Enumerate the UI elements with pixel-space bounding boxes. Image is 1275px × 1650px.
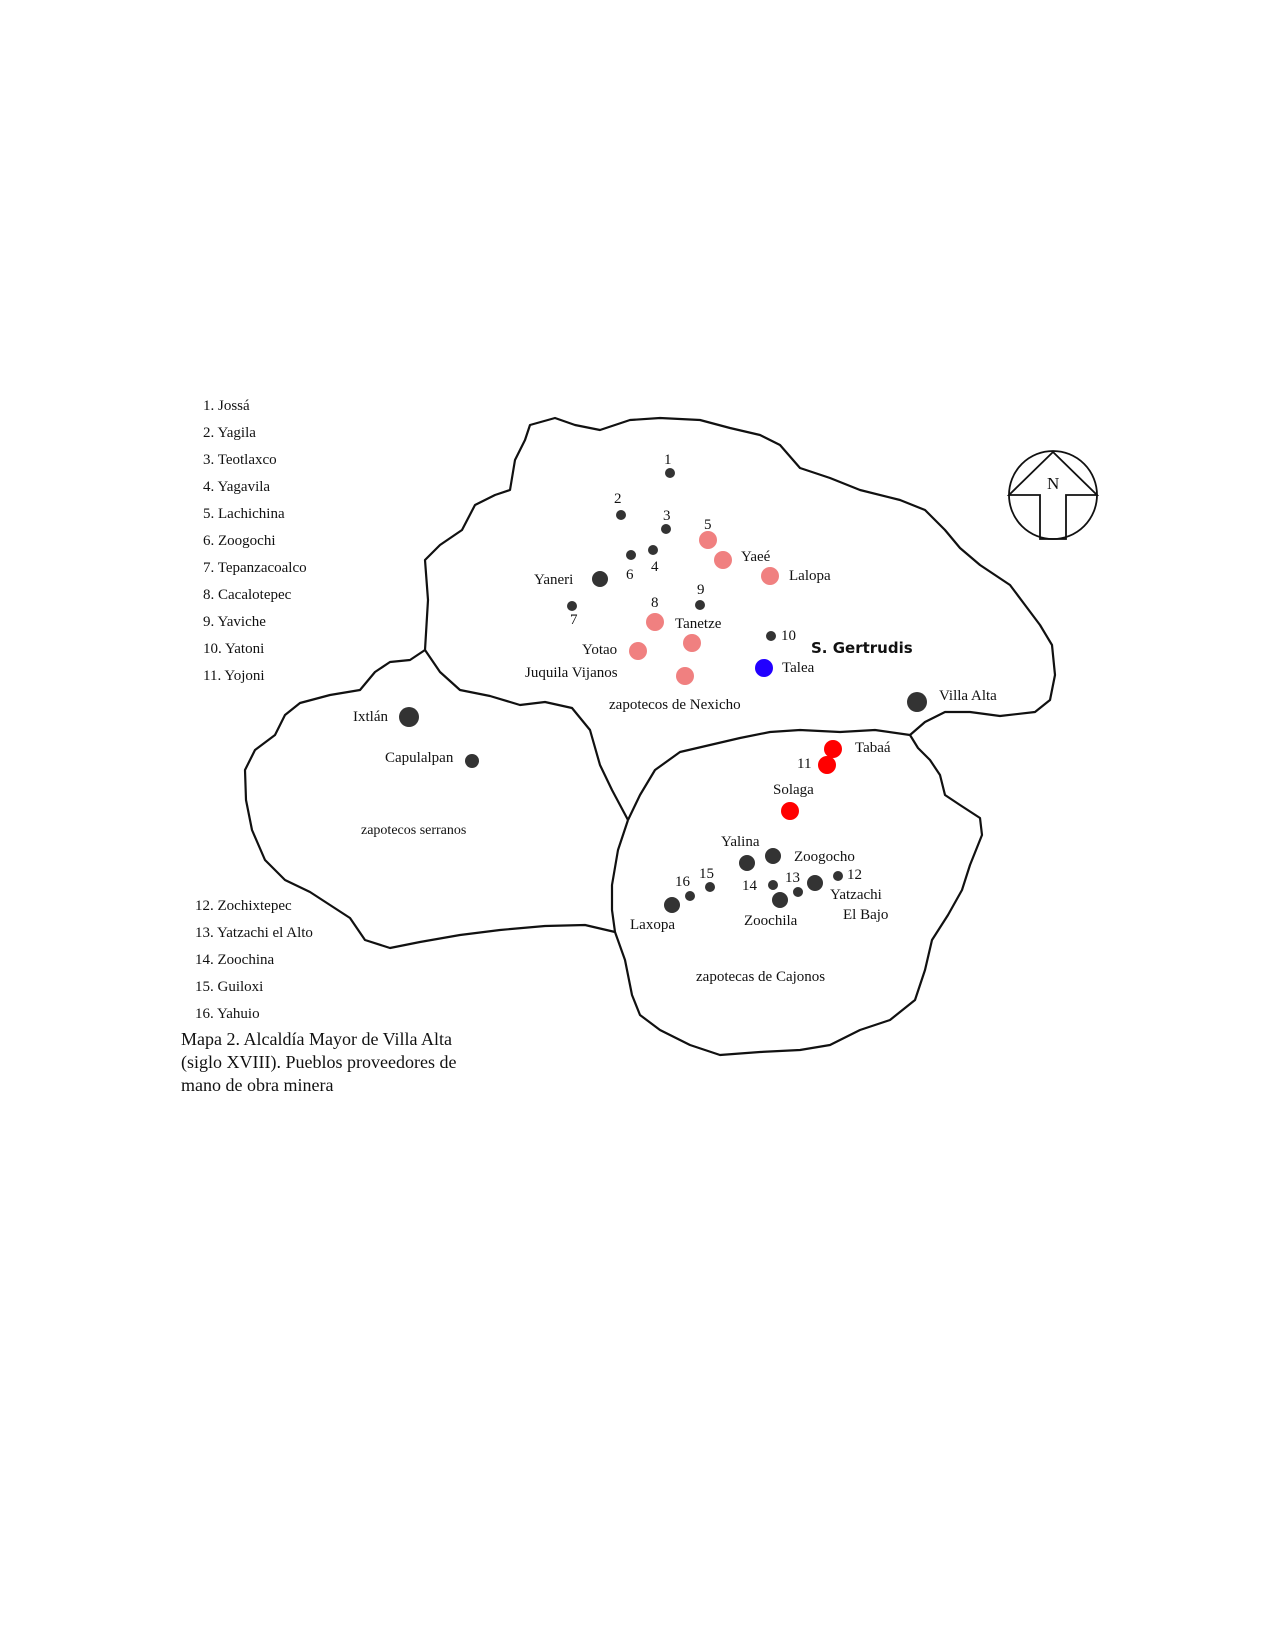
legend-item: 13. Yatzachi el Alto [195,925,313,941]
number-label: 12 [847,867,862,883]
settlement-marker [592,571,608,587]
place-label: Zoogocho [794,849,855,865]
settlement-marker [833,871,843,881]
legend-item: 16. Yahuio [195,1006,260,1022]
compass-north-label: N [1047,474,1060,493]
number-label: 1 [664,452,672,468]
legend-item: 12. Zochixtepec [195,898,292,914]
settlement-marker [705,882,715,892]
settlement-marker [648,545,658,555]
place-label: Yaeé [741,549,771,565]
legend-item: 4. Yagavila [203,479,271,495]
place-label: Zoochila [744,913,798,929]
place-label: Capulalpan [385,750,454,766]
legend-item: 2. Yagila [203,425,256,441]
compass [1006,450,1100,540]
place-label: Tabaá [855,740,891,756]
place-label: Juquila Vijanos [525,665,618,681]
settlement-marker [761,567,779,585]
place-label: Yaneri [534,572,574,588]
border-serranos [243,649,616,950]
legend-item: 1. Jossá [203,398,250,414]
settlement-marker [699,531,717,549]
number-label: 10 [781,628,796,644]
number-label: 14 [742,878,757,894]
number-label: 15 [699,866,714,882]
region-label: zapotecos serranos [361,823,467,838]
settlement-marker [683,634,701,652]
place-label: Laxopa [630,917,675,933]
legend-item: 3. Teotlaxco [203,452,277,468]
place-label: Yalina [721,834,760,850]
settlement-marker [768,880,778,890]
settlement-marker [755,659,773,677]
settlement-marker [685,891,695,901]
number-label: 11 [797,756,812,772]
number-label: 8 [651,595,659,611]
settlement-marker [793,887,803,897]
legend-item: 10. Yatoni [203,641,265,657]
place-label: Talea [782,660,815,676]
settlement-marker [807,875,823,891]
number-label: 2 [614,491,622,507]
settlement-marker [765,848,781,864]
settlement-marker [781,802,799,820]
place-label: Yotao [582,642,618,658]
number-label: 16 [675,874,690,890]
settlement-marker [629,642,647,660]
number-label: 4 [651,559,659,575]
place-label: Lalopa [789,568,831,584]
legend-item: 11. Yojoni [203,668,265,684]
legend-item: 14. Zoochina [195,952,275,968]
settlement-marker [664,897,680,913]
place-label: S. Gertrudis [811,639,913,657]
number-label: 9 [697,582,705,598]
number-label: 7 [570,612,578,628]
settlement-marker [616,510,626,520]
settlement-marker [818,756,836,774]
border-nexicho-serranos [424,649,629,821]
settlement-marker [665,468,675,478]
settlement-marker [739,855,755,871]
map-caption: Mapa 2. Alcaldía Mayor de Villa Alta (si… [181,1029,457,1095]
settlement-marker [772,892,788,908]
place-label: Villa Alta [939,688,997,704]
place-label: El Bajo [843,907,889,923]
settlement-marker [695,600,705,610]
legend-item: 7. Tepanzacoalco [203,560,307,576]
border-cajonos [610,734,984,1057]
number-label: 5 [704,517,712,533]
settlement-marker [626,550,636,560]
region-label: zapotecos de Nexicho [609,697,741,713]
border-cajonos-top [627,728,911,821]
legend-item: 5. Lachichina [203,506,285,522]
legend-item: 15. Guiloxi [195,979,264,995]
settlement-marker [766,631,776,641]
settlement-marker [399,707,419,727]
number-label: 3 [663,508,671,524]
settlement-marker [907,692,927,712]
number-label: 6 [626,567,634,583]
legend-item: 6. Zoogochi [203,533,276,549]
place-label: Solaga [773,782,814,798]
legend-item: 8. Cacalotepec [203,587,292,603]
settlement-marker [661,524,671,534]
settlement-marker [465,754,479,768]
settlement-marker [646,613,664,631]
settlement-marker [714,551,732,569]
place-label: Tanetze [675,616,722,632]
place-label: Yatzachi [830,887,882,903]
region-label: zapotecas de Cajonos [696,969,826,985]
settlement-marker [567,601,577,611]
place-label: Ixtlán [353,709,388,725]
settlement-marker [824,740,842,758]
number-label: 13 [785,870,800,886]
legend-item: 9. Yaviche [203,614,266,630]
settlement-marker [676,667,694,685]
border-nexicho-north [423,416,1057,736]
